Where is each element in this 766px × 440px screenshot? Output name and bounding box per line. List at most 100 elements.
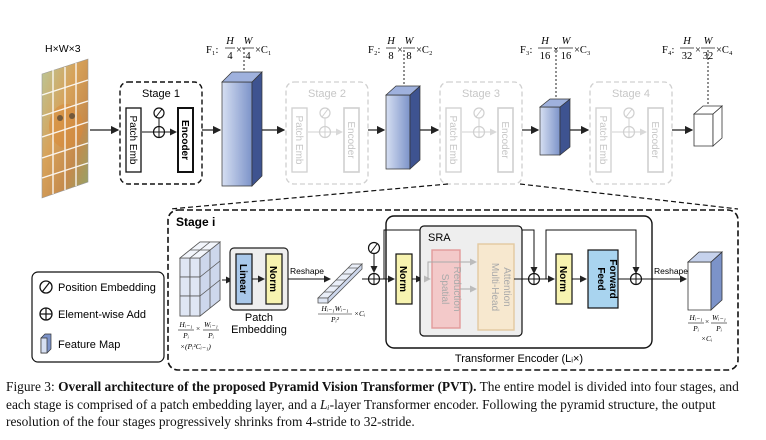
frac-num: W xyxy=(562,36,572,47)
stage-i-title: Stage i xyxy=(176,215,215,229)
frac-den: Pᵢ² xyxy=(330,315,340,324)
transformer-encoder-label: Transformer Encoder (Lᵢ×) xyxy=(455,353,583,365)
linear-label: Linear xyxy=(237,264,248,294)
pvt-architecture-diagram: H×W×3 Stage 1 Patch Emb Encoder xyxy=(31,36,739,371)
feature-label-f4: F₄: H 32 × W 32 ×C₄ xyxy=(662,36,733,62)
feature-name: F₂: xyxy=(368,45,381,56)
dim-suffix: ×Cᵢ xyxy=(354,309,365,318)
feature-name: F₁: xyxy=(206,45,219,56)
stage-3-label: Stage 3 xyxy=(462,88,500,100)
input-image xyxy=(41,58,89,199)
caption-math: Lᵢ xyxy=(320,396,330,412)
norm-label: Norm xyxy=(397,266,408,292)
frac-den: 32 xyxy=(682,51,693,62)
frac-den: 8 xyxy=(406,51,411,62)
frac-den: 16 xyxy=(540,51,551,62)
feature-name: F₄: xyxy=(662,45,675,56)
patch-embedding-label-2: Embedding xyxy=(231,324,287,336)
dim-right-label: Hᵢ₋₁ Pᵢ × Wᵢ₋₁ Pᵢ ×Cᵢ xyxy=(688,313,727,343)
frac-num: H xyxy=(386,36,396,47)
stage-1-patch-emb: Patch Emb xyxy=(127,116,138,165)
feature-map-f4 xyxy=(692,105,724,147)
output-feature-map xyxy=(686,251,724,311)
feed-forward-block xyxy=(587,249,619,309)
stage-1-label: Stage 1 xyxy=(142,88,180,100)
channel-label: ×C₂ xyxy=(416,45,433,56)
feature-map-f2 xyxy=(385,85,421,170)
frac-num: W xyxy=(405,36,415,47)
caption-bold: Overall architecture of the proposed Pyr… xyxy=(58,379,477,394)
feature-label-f1: F₁: H 4 × W 4 ×C₁ xyxy=(206,36,272,62)
input-size-label: H×W×3 xyxy=(45,43,81,55)
token-sequence xyxy=(317,263,363,304)
multi-head-attention-block xyxy=(477,243,515,331)
stage-4-patch-emb: Patch Emb xyxy=(597,116,608,165)
feed-forward-label-2: Forward xyxy=(607,259,618,298)
frac-den: 4 xyxy=(227,51,233,62)
stage-i-detail: Stage i Hᵢ₋₁ Pᵢ × Wᵢ₋₁ xyxy=(167,209,739,371)
spatial-reduction-label-2: Reduction xyxy=(451,266,462,311)
legend-label: Feature Map xyxy=(58,339,120,351)
dim-mid-label: Hᵢ₋₁Wᵢ₋₁ Pᵢ² ×Cᵢ xyxy=(318,304,365,324)
stage-2-block: Stage 2 Patch Emb Encoder xyxy=(285,81,369,185)
frac-den: Pᵢ xyxy=(182,331,189,340)
stage-2-encoder: Encoder xyxy=(345,121,356,159)
zoom-connector-left xyxy=(169,183,449,210)
stage-2-label: Stage 2 xyxy=(308,88,346,100)
frac-num: Wᵢ₋₁ xyxy=(712,313,726,322)
channel-label: ×C₄ xyxy=(716,45,733,56)
caption-part2: -layer Transformer encoder. Following th… xyxy=(6,396,716,430)
dim-suffix: ×(Pᵢ²Cᵢ₋₁) xyxy=(180,342,211,351)
times-sign: × xyxy=(196,324,200,333)
frac-den: Pᵢ xyxy=(692,324,699,333)
dim-left-label: Hᵢ₋₁ Pᵢ × Wᵢ₋₁ Pᵢ ×(Pᵢ²Cᵢ₋₁) xyxy=(178,320,219,351)
feature-name: F₃: xyxy=(520,45,533,56)
stage-3-patch-emb: Patch Emb xyxy=(447,116,458,165)
figure-caption: Figure 3: Overall architecture of the pr… xyxy=(6,378,760,431)
frac-den: 32 xyxy=(703,51,714,62)
mha-label-1: Multi-Head xyxy=(489,263,500,311)
patch-grid xyxy=(178,241,222,317)
reshape-label-2: Reshape xyxy=(654,266,688,276)
feed-forward-label-1: Feed xyxy=(595,267,606,290)
dim-suffix: ×Cᵢ xyxy=(701,334,712,343)
frac-num: Wᵢ₋₁ xyxy=(204,320,218,329)
stage-1-encoder: Encoder xyxy=(179,120,190,160)
legend-element-wise-add: Element-wise Add xyxy=(39,307,146,321)
stage-3-encoder: Encoder xyxy=(499,121,510,159)
stage-4-label: Stage 4 xyxy=(612,88,650,100)
sra-label: SRA xyxy=(428,232,451,244)
times-sign: × xyxy=(695,45,701,56)
channel-label: ×C₃ xyxy=(574,45,591,56)
reshape-label-1: Reshape xyxy=(290,266,324,276)
patch-embedding-label-1: Patch xyxy=(245,312,273,324)
feature-map-f1 xyxy=(221,71,263,187)
norm-label: Norm xyxy=(267,266,278,292)
caption-part1: The entire model is divided into four st… xyxy=(6,379,739,412)
times-sign: × xyxy=(553,45,559,56)
caption-prefix: Figure 3: xyxy=(6,379,59,394)
feature-label-f2: F₂: H 8 × W 8 ×C₂ xyxy=(368,36,433,62)
legend-label: Element-wise Add xyxy=(58,309,146,321)
times-sign: × xyxy=(397,45,403,56)
legend-position-embedding: Position Embedding xyxy=(39,280,156,294)
channel-label: ×C₁ xyxy=(255,45,272,56)
zoom-connector-right xyxy=(519,183,739,210)
stage-4-block: Stage 4 Patch Emb Encoder xyxy=(589,81,673,185)
norm-block xyxy=(265,253,283,305)
feature-label-f3: F₃: H 16 × W 16 ×C₃ xyxy=(520,36,591,62)
frac-num: Hᵢ₋₁ xyxy=(688,313,703,322)
frac-den: Pᵢ xyxy=(715,324,722,333)
stage-3-block: Stage 3 Patch Emb Encoder xyxy=(439,81,523,185)
stage-2-patch-emb: Patch Emb xyxy=(293,116,304,165)
frac-den: 8 xyxy=(388,51,393,62)
stage-1-block: Stage 1 Patch Emb Encoder xyxy=(119,81,203,185)
mha-label-2: Attention xyxy=(501,267,512,306)
frac-den: 4 xyxy=(245,51,251,62)
feature-map-f3 xyxy=(539,98,571,156)
frac-num: W xyxy=(244,36,254,47)
frac-den: 16 xyxy=(561,51,572,62)
frac-den: Pᵢ xyxy=(207,331,214,340)
times-sign: × xyxy=(236,45,242,56)
spatial-reduction-label-1: Spatial xyxy=(439,274,450,305)
